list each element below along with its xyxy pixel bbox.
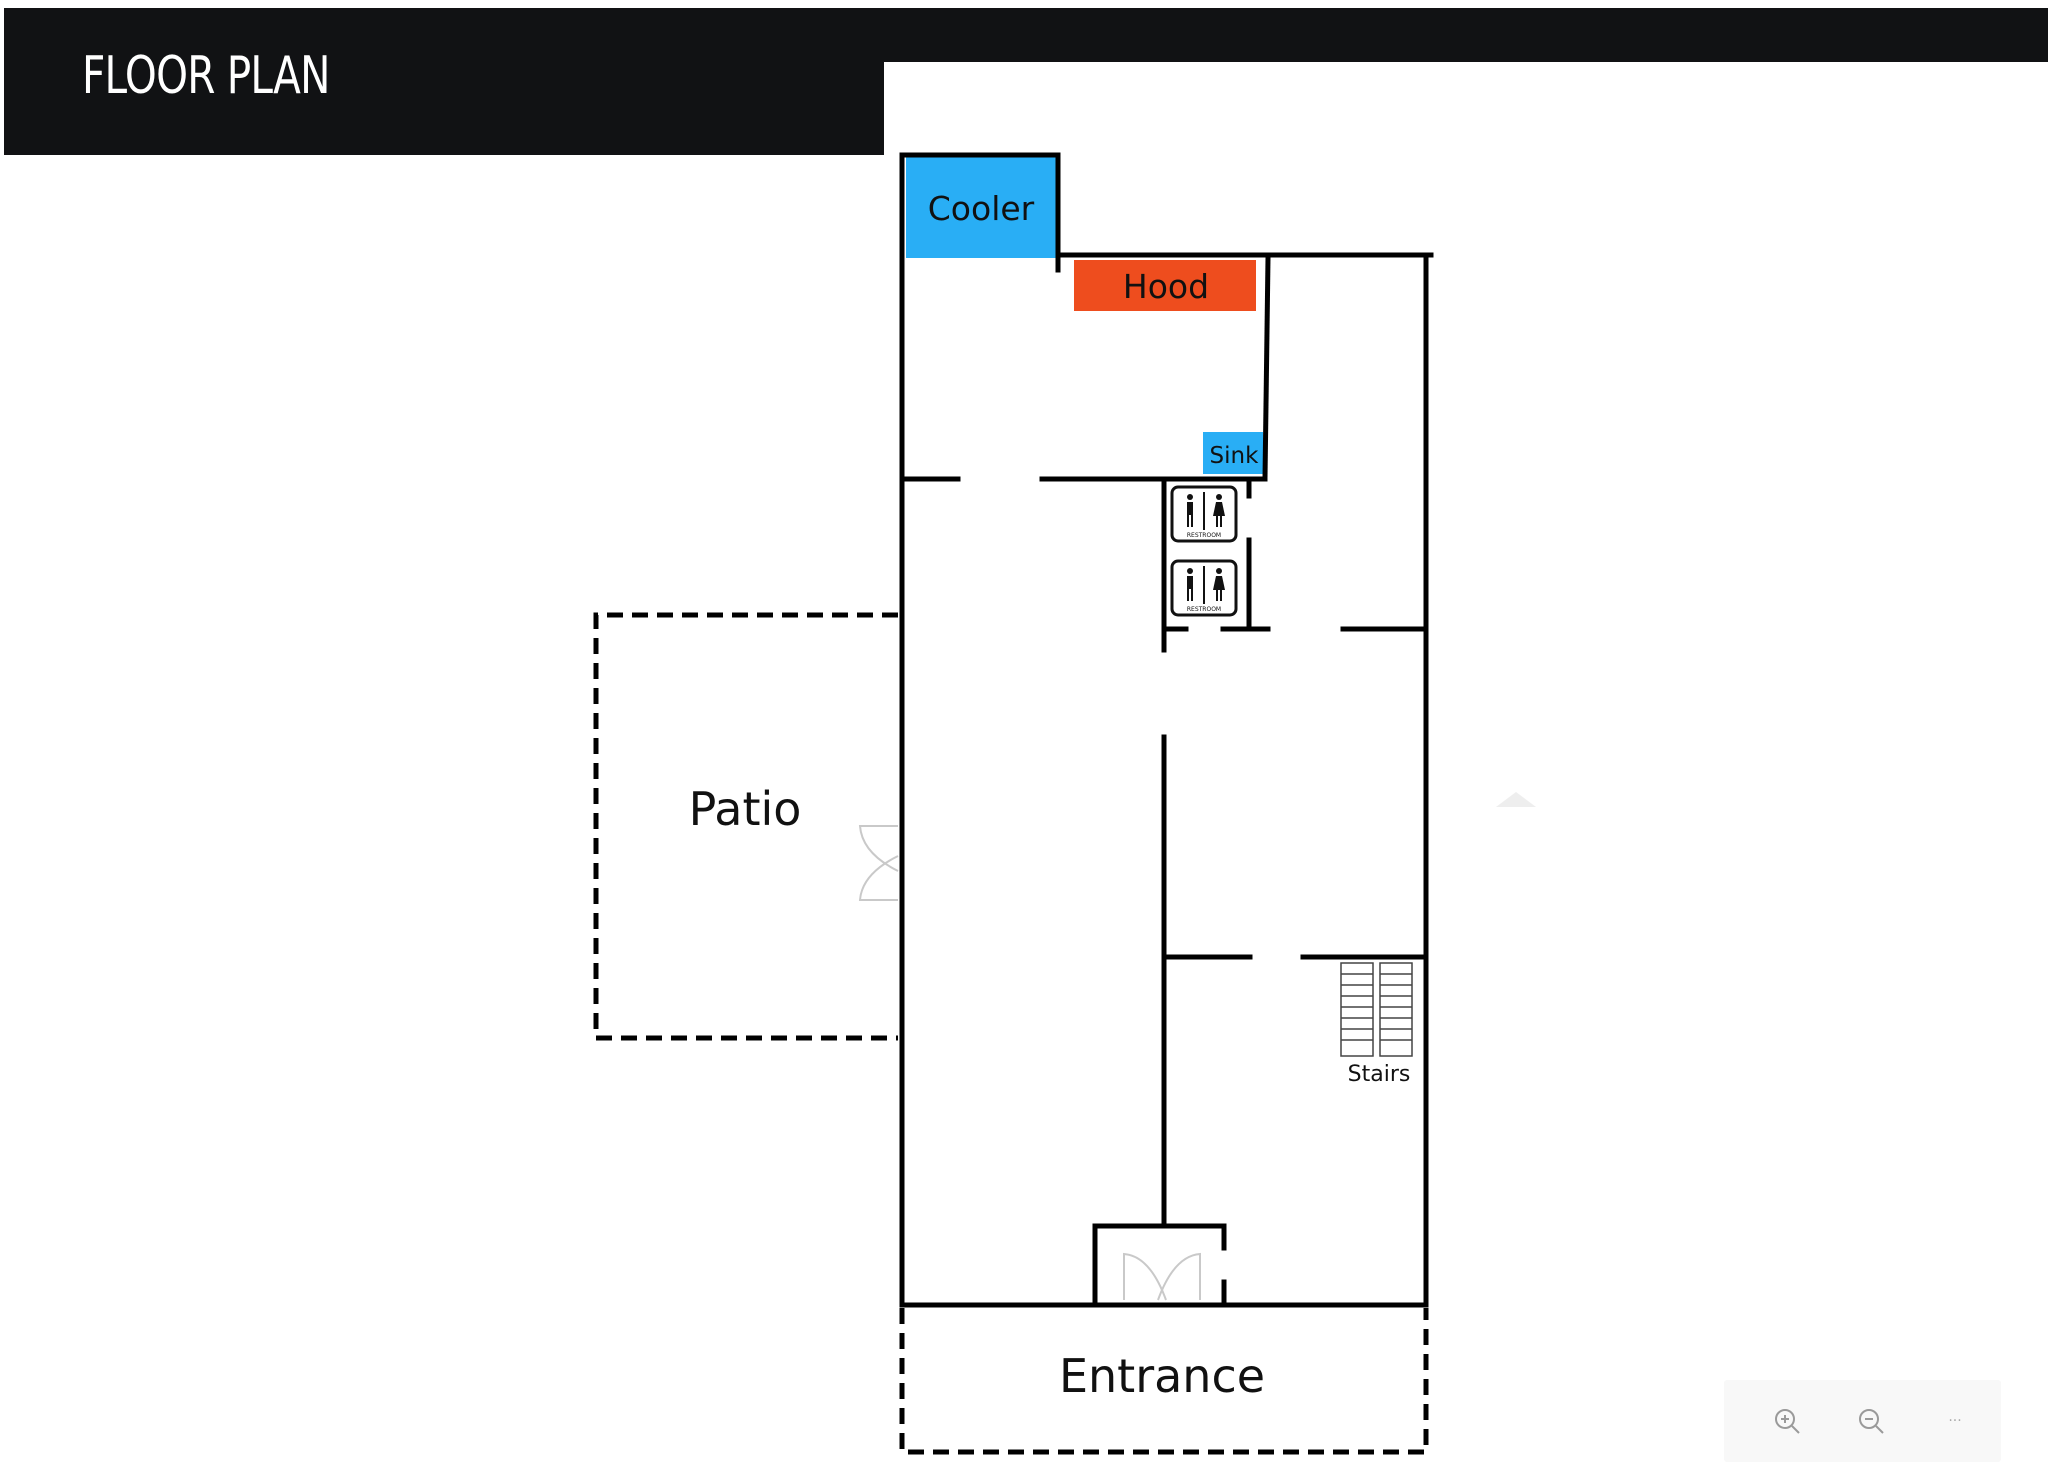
- patio-label: Patio: [689, 782, 802, 836]
- zoom-out-icon: [1859, 1409, 1884, 1434]
- cooler-area: [906, 156, 1056, 258]
- restroom-icon: RESTROOM: [1170, 485, 1238, 543]
- title-block: [4, 8, 884, 155]
- entrance-door-icon: [1123, 1252, 1201, 1301]
- entrance-label: Entrance: [1059, 1349, 1265, 1403]
- page-title: FLOOR PLAN: [82, 46, 330, 106]
- sink-label: Sink: [1210, 443, 1260, 469]
- dashed-walls: [593, 612, 1429, 1455]
- walls: [899, 152, 1434, 1308]
- zoom-in-button[interactable]: [1764, 1398, 1810, 1444]
- more-options-button[interactable]: ···: [1948, 1413, 1962, 1429]
- restroom-icon: RESTROOM: [1170, 559, 1238, 617]
- sink-area: [1203, 432, 1263, 474]
- hood-area: [1074, 260, 1256, 311]
- triangle-marker: [1496, 792, 1536, 807]
- stairs-label: Stairs: [1348, 1062, 1411, 1087]
- cooler-label: Cooler: [928, 189, 1035, 228]
- zoom-in-icon: [1775, 1409, 1800, 1434]
- restroom-sign-label-1: RESTROOM: [1187, 532, 1221, 539]
- zoom-out-button[interactable]: [1848, 1398, 1894, 1444]
- stairs-icon: [1340, 962, 1413, 1057]
- patio-door-icon: [858, 825, 899, 901]
- restroom-sign-label-2: RESTROOM: [1187, 606, 1221, 613]
- zoom-toolbar: ···: [1724, 1380, 2001, 1462]
- hood-label: Hood: [1123, 267, 1209, 306]
